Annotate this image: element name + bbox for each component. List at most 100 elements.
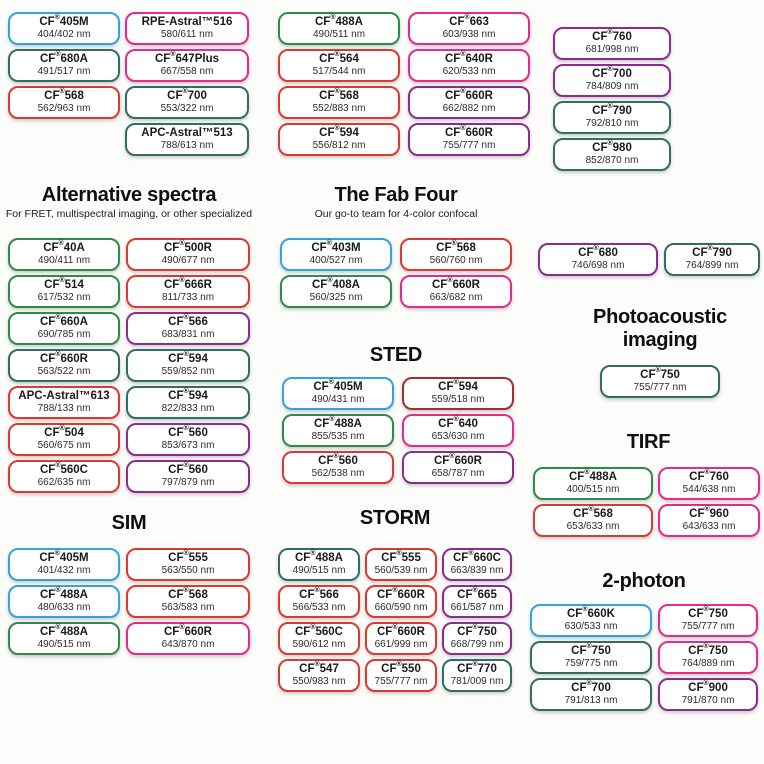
- dye-excitation-emission: 617/532 nm: [37, 292, 91, 303]
- dye-name: CF®488A: [39, 587, 88, 601]
- dye-excitation-emission: 560/539 nm: [374, 565, 428, 576]
- dye-name: CF®660C: [452, 550, 501, 564]
- dye-name: CF®760: [689, 469, 729, 483]
- dye-excitation-emission: 755/777 nm: [633, 382, 687, 393]
- dye-box: CF®750 668/799 nm: [442, 622, 512, 655]
- dye-box: CF®680 746/698 nm: [538, 243, 658, 276]
- dye-excitation-emission: 653/630 nm: [431, 431, 485, 442]
- storm-header: STORM: [272, 507, 518, 530]
- dye-excitation-emission: 490/431 nm: [311, 394, 365, 405]
- dye-box: CF®488A 490/511 nm: [278, 12, 400, 45]
- dye-excitation-emission: 662/635 nm: [37, 477, 91, 488]
- dye-name: CF®500R: [163, 240, 212, 254]
- dye-name: CF®568: [44, 88, 84, 102]
- dye-excitation-emission: 490/515 nm: [292, 565, 346, 576]
- dye-box: CF®488A 400/515 nm: [533, 467, 653, 500]
- alternative-spectra-header: Alternative spectra For FRET, multispect…: [0, 184, 258, 222]
- dye-name: CF®594: [319, 125, 359, 139]
- dye-excitation-emission: 553/322 nm: [160, 103, 214, 114]
- dye-box: CF®700 791/813 nm: [530, 678, 652, 711]
- dye-name: CF®514: [44, 277, 84, 291]
- dye-excitation-emission: 603/938 nm: [442, 29, 496, 40]
- dye-name: CF®750: [457, 624, 497, 638]
- dye-box: CF®665 661/587 nm: [442, 585, 512, 618]
- dye-box: CF®594 556/812 nm: [278, 123, 400, 156]
- dye-name: CF®564: [319, 51, 359, 65]
- dye-excitation-emission: 855/535 nm: [311, 431, 365, 442]
- dye-box: CF®980 852/870 nm: [553, 138, 671, 171]
- dye-name: CF®647Plus: [155, 51, 219, 65]
- dye-box: CF®640 653/630 nm: [402, 414, 514, 447]
- tirf-boxes: CF®488A 400/515 nm CF®568 653/633 nm CF®…: [533, 467, 760, 537]
- dye-name: CF®660R: [39, 351, 88, 365]
- dye-box: CF®647Plus 667/558 nm: [125, 49, 249, 82]
- dye-box: CF®660R 660/590 nm: [365, 585, 437, 618]
- dye-box: CF®488A 855/535 nm: [282, 414, 394, 447]
- storm-column-1: CF®488A 490/515 nm CF®566 566/533 nm CF®…: [278, 548, 360, 692]
- dye-name: CF®640R: [444, 51, 493, 65]
- dye-excitation-emission: 792/810 nm: [585, 118, 639, 129]
- dye-name: CF®750: [640, 367, 680, 381]
- dye-box: CF®594 559/518 nm: [402, 377, 514, 410]
- dye-box: CF®560 797/879 nm: [126, 460, 250, 493]
- dye-name: CF®700: [592, 66, 632, 80]
- dye-box: CF®40A 490/411 nm: [8, 238, 120, 271]
- dye-excitation-emission: 853/673 nm: [161, 440, 215, 451]
- sted-column-2: CF®594 559/518 nm CF®640 653/630 nm CF®6…: [402, 377, 514, 484]
- tirf-column-1: CF®488A 400/515 nm CF®568 653/633 nm: [533, 467, 653, 537]
- dye-box: CF®900 791/870 nm: [658, 678, 758, 711]
- dye-excitation-emission: 660/590 nm: [374, 602, 428, 613]
- dye-excitation-emission: 563/550 nm: [161, 565, 215, 576]
- dye-box: CF®660R 658/787 nm: [402, 451, 514, 484]
- dye-excitation-emission: 643/870 nm: [161, 639, 215, 650]
- dye-box: CF®760 544/638 nm: [658, 467, 760, 500]
- dye-name: CF®560C: [294, 624, 343, 638]
- panel-2-boxes: CF®488A 490/511 nm CF®564 517/544 nm CF®…: [278, 12, 530, 156]
- dye-name: CF®770: [457, 661, 497, 675]
- dye-name: CF®488A: [314, 14, 363, 28]
- sted-boxes: CF®405M 490/431 nm CF®488A 855/535 nm CF…: [282, 377, 514, 484]
- dye-excitation-emission: 517/544 nm: [312, 66, 366, 77]
- dye-name: CF®680: [578, 245, 618, 259]
- dye-box: APC-Astral™613 788/133 nm: [8, 386, 120, 419]
- dye-excitation-emission: 562/538 nm: [311, 468, 365, 479]
- dye-name: CF®594: [438, 379, 478, 393]
- dye-name: CF®960: [689, 506, 729, 520]
- dye-box: CF®750 764/889 nm: [658, 641, 758, 674]
- dye-box: CF®770 781/009 nm: [442, 659, 512, 692]
- panel-2-column-2: CF®663 603/938 nm CF®640R 620/533 nm CF®…: [408, 12, 530, 156]
- dye-excitation-emission: 580/611 nm: [160, 29, 214, 40]
- panel-1-column-1: CF®405M 404/402 nm CF®680A 491/517 nm CF…: [8, 12, 120, 119]
- dye-excitation-emission: 563/583 nm: [161, 602, 215, 613]
- dye-name: CF®790: [692, 245, 732, 259]
- dye-excitation-emission: 566/533 nm: [292, 602, 346, 613]
- dye-name: CF®504: [44, 425, 84, 439]
- dye-excitation-emission: 490/677 nm: [161, 255, 215, 266]
- dye-name: RPE-Astral™516: [141, 16, 233, 28]
- dye-excitation-emission: 668/799 nm: [450, 639, 504, 650]
- panel-2-column-1: CF®488A 490/511 nm CF®564 517/544 nm CF®…: [278, 12, 400, 156]
- dye-name: CF®550: [381, 661, 421, 675]
- two-photon-column-1: CF®660K 630/533 nm CF®750 759/775 nm CF®…: [530, 604, 652, 711]
- dye-name: CF®405M: [39, 550, 89, 564]
- dye-excitation-emission: 759/775 nm: [564, 658, 618, 669]
- dye-name: CF®566: [168, 314, 208, 328]
- dye-excitation-emission: 559/518 nm: [431, 394, 485, 405]
- alternative-spectra-title: Alternative spectra: [41, 184, 217, 206]
- dye-excitation-emission: 755/777 nm: [681, 621, 735, 632]
- dye-excitation-emission: 755/777 nm: [374, 676, 428, 687]
- dye-name: CF®566: [299, 587, 339, 601]
- photoacoustic-imaging-column-1: CF®750 755/777 nm: [600, 365, 720, 398]
- dye-box: CF®660A 690/785 nm: [8, 312, 120, 345]
- dye-excitation-emission: 560/760 nm: [429, 255, 483, 266]
- dye-box: CF®514 617/532 nm: [8, 275, 120, 308]
- dye-name: CF®700: [167, 88, 207, 102]
- dye-box: CF®488A 490/515 nm: [8, 622, 120, 655]
- storm-title: STORM: [359, 507, 431, 529]
- dye-name: APC-Astral™513: [141, 127, 233, 139]
- dye-box: CF®568 653/633 nm: [533, 504, 653, 537]
- dye-box: CF®560 562/538 nm: [282, 451, 394, 484]
- dye-box: CF®568 560/760 nm: [400, 238, 512, 271]
- dye-excitation-emission: 630/533 nm: [564, 621, 618, 632]
